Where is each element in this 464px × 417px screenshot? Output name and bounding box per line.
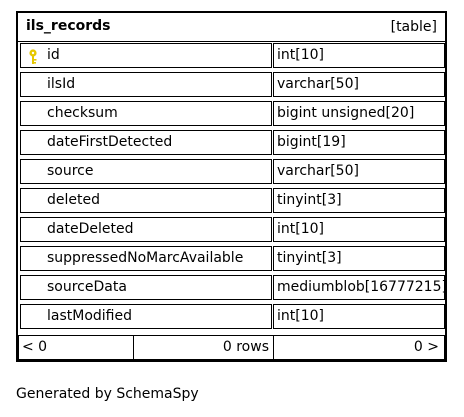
column-name: sourceData (20, 275, 272, 300)
column-type: int[10] (273, 304, 445, 329)
column-row: deleted tinyint[3] (18, 186, 445, 215)
generated-by-text: Generated by SchemaSpy (16, 386, 199, 402)
column-type: tinyint[3] (273, 188, 445, 213)
column-type: varchar[50] (273, 159, 445, 184)
column-type: bigint unsigned[20] (273, 101, 445, 126)
children-count: 0 > (273, 335, 445, 360)
column-type: tinyint[3] (273, 246, 445, 271)
table-name[interactable]: ils_records (26, 18, 111, 34)
column-name-cell: id (20, 43, 272, 68)
column-type: varchar[50] (273, 72, 445, 97)
parents-count: < 0 (18, 335, 134, 360)
column-row: dateFirstDetected bigint[19] (18, 128, 445, 157)
column-type: int[10] (273, 217, 445, 242)
column-name: ilsId (20, 72, 272, 97)
column-name: id (47, 47, 60, 63)
table-footer: < 0 0 rows 0 > (18, 335, 445, 360)
column-row: ilsId varchar[50] (18, 70, 445, 99)
column-row: suppressedNoMarcAvailable tinyint[3] (18, 244, 445, 273)
row-count: 0 rows (133, 335, 274, 360)
column-row: sourceData mediumblob[16777215] (18, 273, 447, 302)
column-row: dateDeleted int[10] (18, 215, 445, 244)
column-type: bigint[19] (273, 130, 445, 155)
column-row: source varchar[50] (18, 157, 445, 186)
column-name: checksum (20, 101, 272, 126)
column-name: dateFirstDetected (20, 130, 272, 155)
column-name: deleted (20, 188, 272, 213)
table-kind-label: [table] (390, 19, 437, 35)
column-name: source (20, 159, 272, 184)
column-row: id int[10] (18, 41, 445, 70)
column-name: suppressedNoMarcAvailable (20, 246, 272, 271)
column-type: int[10] (273, 43, 445, 68)
column-row: lastModified int[10] (18, 302, 445, 331)
column-name: dateDeleted (20, 217, 272, 242)
column-name: lastModified (20, 304, 272, 329)
primary-key-icon (29, 49, 37, 64)
column-type: mediumblob[16777215] (273, 275, 447, 300)
table-header: ils_records [table] (18, 13, 445, 42)
table-node: ils_records [table] id int[10] ilsId var… (16, 11, 447, 362)
column-row: checksum bigint unsigned[20] (18, 99, 445, 128)
